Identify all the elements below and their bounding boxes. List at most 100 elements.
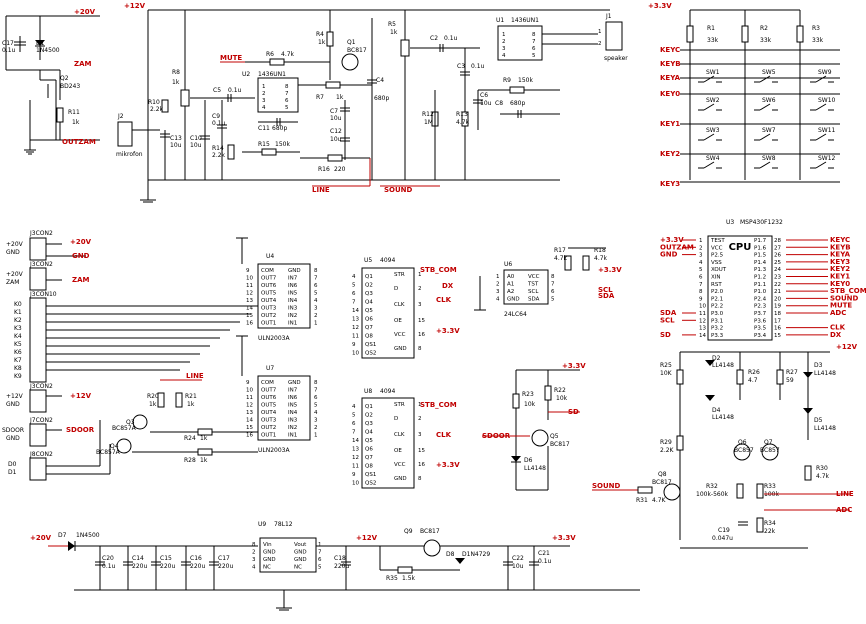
eeprom-left-pin-number: 3 bbox=[496, 289, 500, 295]
uln-left-pin-number: 14 bbox=[246, 306, 253, 312]
u8-value: 4094 bbox=[380, 388, 395, 395]
net-keyb: KEYB bbox=[660, 60, 681, 68]
cpu-right-net: ADC bbox=[830, 309, 846, 317]
r1-ref: R1 bbox=[707, 25, 715, 32]
sr-left-pin-number: 6 bbox=[352, 291, 356, 297]
switch-label: SW4 bbox=[706, 155, 720, 162]
sr-right-pin-number: 16 bbox=[418, 462, 425, 468]
uln-left-pin: COM bbox=[261, 380, 274, 386]
r29-ref: R29 bbox=[660, 439, 672, 446]
cpu-right-pin-number: 18 bbox=[774, 311, 781, 317]
r3-ref: R3 bbox=[812, 25, 820, 32]
eeprom-left-pin: GND bbox=[507, 297, 520, 303]
r17-value: 4.7k bbox=[554, 255, 568, 262]
jc6-pin-2: D1 bbox=[8, 469, 17, 476]
eeprom-left-pin: A2 bbox=[507, 289, 514, 295]
c18-ref: C18 bbox=[334, 555, 346, 562]
door-block: +3.3V R23 10k R22 10k SD SDOOR Q5 BC817 … bbox=[482, 362, 586, 491]
sr-left-pin: Q2 bbox=[365, 413, 373, 419]
switch-label: SW5 bbox=[762, 69, 776, 76]
c20-ref: C20 bbox=[102, 555, 114, 562]
sr-left-pin: Q4 bbox=[365, 430, 373, 436]
switch-contact bbox=[759, 133, 771, 141]
r8-ref: R8 bbox=[172, 69, 180, 76]
q1-value: BC817 bbox=[347, 47, 367, 54]
jc3-ref: J3CON10 bbox=[29, 291, 57, 298]
c17-value: 0.1u bbox=[2, 47, 16, 54]
d2-value: LL4148 bbox=[712, 362, 734, 369]
jc6-ref: J8CON2 bbox=[29, 451, 53, 458]
uln-left-pin-number: 12 bbox=[246, 291, 253, 297]
c8-ref: C8 bbox=[495, 100, 503, 107]
sr-left-pin-number: 11 bbox=[352, 334, 359, 340]
eeprom-right-pin-number: 5 bbox=[551, 297, 555, 303]
r18-ref: R18 bbox=[594, 247, 606, 254]
cpu-left-pin-number: 1 bbox=[699, 238, 703, 244]
switch-label: SW7 bbox=[762, 127, 776, 134]
c11-value: 680p bbox=[272, 125, 287, 132]
sr-right-pin: CLK bbox=[394, 302, 405, 308]
d5-ref: D5 bbox=[814, 417, 823, 424]
r15-value: 150k bbox=[275, 141, 290, 148]
uln-right-pin: IN5 bbox=[288, 291, 298, 297]
uln-u7 bbox=[257, 375, 311, 441]
uln-right-pin: IN1 bbox=[288, 433, 297, 439]
uln-right-pin-number: 1 bbox=[314, 433, 318, 439]
c22-value: 10u bbox=[512, 563, 524, 570]
net-zam: ZAM bbox=[74, 60, 91, 68]
uln-right-pin-number: 6 bbox=[314, 395, 318, 401]
connector-jc3 bbox=[29, 297, 47, 383]
mic-connector bbox=[117, 121, 133, 147]
switch-contact bbox=[759, 161, 771, 169]
sr-right-pin: GND bbox=[394, 346, 407, 352]
jc3-pin: K0 bbox=[14, 301, 22, 308]
net-sound-adc: SOUND bbox=[592, 482, 621, 490]
u5-value: 4094 bbox=[380, 257, 395, 264]
switch-label: SW3 bbox=[706, 127, 720, 134]
uln-left-pin: OUT5 bbox=[261, 403, 277, 409]
sr-left-pin-number: 4 bbox=[352, 274, 356, 280]
r8-value: 1k bbox=[172, 79, 180, 86]
sr-left-pin-number: 7 bbox=[352, 430, 356, 436]
d4-ref: D4 bbox=[712, 407, 721, 414]
cpu-left-pin-number: 7 bbox=[699, 282, 703, 288]
cpu-left-net: SCL bbox=[660, 316, 675, 324]
sr-left-pin: Q4 bbox=[365, 300, 373, 306]
reg-left-pin-number: 2 bbox=[252, 550, 256, 556]
cpu-left-pin-number: 8 bbox=[699, 289, 703, 295]
cpu-left-net: +3.3V bbox=[660, 236, 684, 244]
cpu-right-net: DX bbox=[830, 331, 842, 339]
cpu-left-net: SD bbox=[660, 331, 671, 339]
c3-value: 0.1u bbox=[471, 63, 485, 70]
sr-left-pin: Q1 bbox=[365, 404, 373, 410]
u3-value: MSP430F1232 bbox=[740, 219, 783, 226]
uln-right-pin: IN4 bbox=[288, 298, 298, 304]
net-stbcom-u5: STB_COM bbox=[420, 266, 457, 274]
uln-left-pin-number: 9 bbox=[246, 380, 250, 386]
keypad-block: +3.3V R1 33k R2 33k R3 33k KEYC KEYB KEY… bbox=[648, 2, 840, 188]
sr-right-pin: VCC bbox=[394, 332, 406, 338]
reg-right-pin: GND bbox=[294, 550, 307, 556]
net-p33v-eeprom: +3.3V bbox=[598, 266, 622, 274]
q7-value: BC857 bbox=[760, 447, 780, 454]
reg-left-pin: GND bbox=[263, 550, 276, 556]
net-line-drv: LINE bbox=[186, 372, 204, 380]
cpu-left-pin-number: 9 bbox=[699, 296, 703, 302]
net-p12v-supply: +12V bbox=[356, 534, 378, 542]
switch-contact bbox=[759, 75, 771, 83]
uln-left-pin: OUT3 bbox=[261, 306, 277, 312]
r13-value: 4.7k bbox=[456, 119, 470, 126]
c15-ref: C15 bbox=[160, 555, 172, 562]
eeprom-left-pin: A0 bbox=[507, 274, 515, 280]
sr-right-pin: GND bbox=[394, 476, 407, 482]
reg-left-pin-number: 3 bbox=[252, 557, 256, 563]
r30-value: 4.7k bbox=[816, 473, 830, 480]
eeprom-right-pin-number: 6 bbox=[551, 289, 555, 295]
sr-right-pin-number: 3 bbox=[418, 432, 422, 438]
cpu-right-net: KEYB bbox=[830, 243, 851, 251]
r14-ref: R14 bbox=[212, 145, 224, 152]
u7-ref: U7 bbox=[266, 365, 274, 372]
c10-ref: C10 bbox=[190, 135, 202, 142]
net-line-adc: LINE bbox=[836, 490, 854, 498]
